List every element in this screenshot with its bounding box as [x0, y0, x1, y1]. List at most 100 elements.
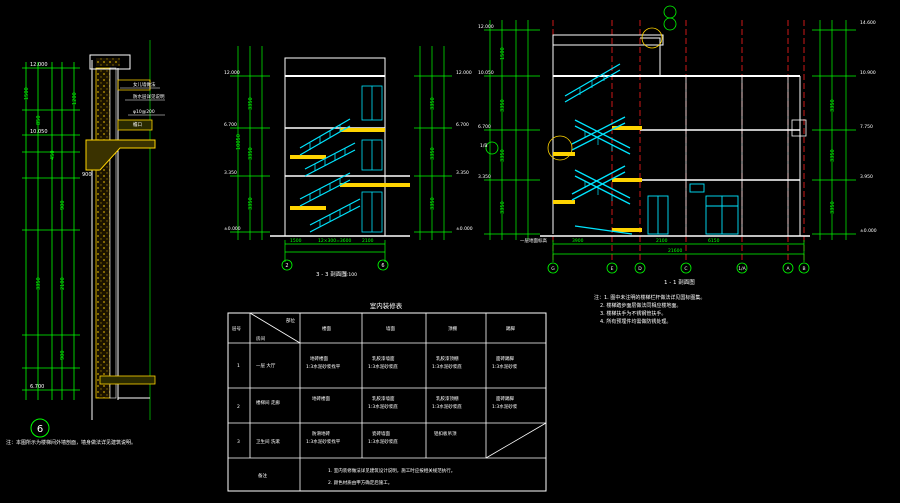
row2-c2a: 乳胶漆顶棚 [436, 395, 459, 402]
elev-r-1: 10.900 [860, 70, 876, 76]
row1-c2b: 1:3水泥砂浆底 [432, 363, 462, 370]
row3-c0b: 1:3水泥砂浆找平 [306, 438, 341, 445]
svg-text:3350: 3350 [430, 197, 436, 210]
row2-c3a: 面砖踢脚 [496, 395, 514, 402]
elev-r-3: 3.950 [860, 174, 873, 180]
remark-label: 备注 [258, 472, 267, 479]
elev-l-0: 12.000 [478, 24, 494, 30]
row3-c1a: 瓷砖墙面 [372, 430, 390, 437]
elev-r-2: 7.750 [860, 124, 873, 130]
axis-11-A: A [786, 266, 790, 272]
axis-11-E: E [611, 266, 614, 272]
svg-text:450: 450 [50, 150, 56, 160]
svg-text:φ10@200: φ10@200 [133, 109, 155, 115]
section-3-3: 3350 3350 3350 10050 3350 3350 3350 12.0… [224, 46, 473, 278]
svg-text:1200: 1200 [72, 92, 78, 105]
svg-text:900: 900 [60, 350, 66, 360]
note-1: 注：1. 图中未注明的楼梯栏杆做法详见国标图集。 [594, 294, 705, 301]
dim-11-b: 2100 [656, 238, 668, 244]
row2-c1b: 1:3水泥砂浆底 [368, 403, 398, 410]
svg-text:900: 900 [60, 200, 66, 210]
svg-text:3350: 3350 [430, 97, 436, 110]
section-1-1: 1500 3350 3350 3350 3350 3350 3350 14.60… [478, 5, 877, 286]
remark-2: 2. 颜色材质由甲方确定后施工。 [328, 479, 392, 486]
svg-text:3350: 3350 [248, 197, 254, 210]
svg-text:6.700: 6.700 [224, 122, 237, 128]
svg-text:3.350: 3.350 [456, 170, 469, 176]
wall-detail-section: 1500 850 450 3350 900 2100 900 1200 12.0… [6, 40, 165, 446]
row1-c3a: 面砖踢脚 [496, 355, 514, 362]
detail-marker-label: 6 [37, 424, 43, 435]
row3-c2a: 铝扣板吊顶 [434, 430, 457, 437]
table-diag-bottom: 房间 [256, 335, 265, 342]
dim-33-a: 1500 [290, 238, 302, 244]
note-3: 3. 楼梯扶手为不锈钢管扶手。 [600, 310, 666, 317]
svg-text:12.000: 12.000 [456, 70, 472, 76]
row1-room: 一层 大厅 [256, 362, 276, 369]
table-header-2: 顶棚 [448, 325, 457, 332]
row3-c1b: 1:3水泥砂浆底 [368, 438, 398, 445]
svg-text:±0.000: ±0.000 [224, 226, 241, 232]
row1-no: 1 [237, 363, 240, 369]
row1-c1b: 1:3水泥砂浆底 [368, 363, 398, 370]
svg-text:3350: 3350 [248, 97, 254, 110]
svg-text:3350: 3350 [830, 149, 836, 162]
ground-label: 一层地面标高 [520, 237, 547, 244]
detail-marker [30, 418, 50, 438]
table-header-3: 踢脚 [506, 325, 515, 332]
row3-no: 3 [237, 439, 240, 445]
row1-c0b: 1:3水泥砂浆找平 [306, 363, 341, 370]
svg-text:3350: 3350 [500, 99, 506, 112]
svg-text:850: 850 [36, 115, 42, 125]
axis-11-1A: 1/A [738, 266, 746, 272]
row3-room: 卫生间 洗漱 [256, 438, 280, 445]
svg-text:防水层详见说明: 防水层详见说明 [133, 93, 165, 100]
dim-11-a: 3900 [572, 238, 584, 244]
row2-room: 楼梯间 走廊 [256, 399, 280, 406]
svg-text:檐口: 檐口 [133, 121, 142, 128]
dim-33-b: 12×300=3600 [318, 238, 351, 244]
row3-c0a: 防滑地砖 [312, 430, 330, 437]
row1-c0a: 地砖楼面 [310, 355, 328, 362]
elev-r-4: ±0.000 [860, 228, 877, 234]
axis-11-G: G [551, 266, 555, 272]
axis-11-C: C [684, 266, 687, 272]
table-header-0: 楼面 [322, 325, 331, 332]
svg-text:10050: 10050 [236, 134, 242, 150]
dim-11-c: 6150 [708, 238, 720, 244]
svg-text:6.700: 6.700 [30, 384, 44, 390]
axis-left-mark: 1/B [480, 143, 487, 149]
note-4: 4. 所有预埋件均需做防锈处理。 [600, 318, 671, 325]
table-diag-top: 部位 [286, 317, 295, 324]
svg-text:3350: 3350 [830, 99, 836, 112]
svg-text:900: 900 [82, 172, 92, 178]
decoration-table: 室内装修表 层号 部位 房间 楼面 墙面 顶棚 踢脚 1 一层 大厅 地砖楼 [227, 301, 547, 492]
detail-note: 注：本图所示为楼梯间外墙剖面，墙身做法详见建筑说明。 [6, 439, 136, 446]
table-header-1: 墙面 [386, 325, 395, 332]
svg-text:3.350: 3.350 [224, 170, 237, 176]
svg-text:10.050: 10.050 [30, 129, 48, 135]
svg-text:±0.000: ±0.000 [456, 226, 473, 232]
note-2: 2. 楼梯踏步面层做法同相应楼地面。 [600, 302, 681, 309]
elev-l-3: 3.350 [478, 174, 491, 180]
svg-text:3350: 3350 [430, 147, 436, 160]
elev-l-1: 10.050 [478, 70, 494, 76]
section-33-scale: 1:100 [344, 272, 357, 278]
dim-33-c: 2100 [362, 238, 374, 244]
svg-text:1500: 1500 [500, 47, 506, 60]
row2-c1a: 乳胶漆墙面 [372, 395, 395, 402]
section-11-title: 1 - 1 剖面图 [664, 278, 695, 286]
row2-c0a: 地砖楼面 [312, 395, 330, 402]
svg-text:女儿墙做法: 女儿墙做法 [133, 81, 156, 88]
remark-1: 1. 室内装修做法详见建筑设计说明，施工时应按相关规范执行。 [328, 467, 455, 474]
svg-text:12.000: 12.000 [224, 70, 240, 76]
svg-text:3350: 3350 [500, 149, 506, 162]
svg-text:2100: 2100 [60, 277, 66, 290]
svg-text:3350: 3350 [830, 201, 836, 214]
table-corner: 层号 [232, 326, 241, 332]
svg-text:6.700: 6.700 [456, 122, 469, 128]
axis-11-B: B [802, 266, 805, 272]
elev-l-2: 6.700 [478, 124, 491, 130]
notes-block: 注：1. 图中未注明的楼梯栏杆做法详见国标图集。 2. 楼梯踏步面层做法同相应楼… [594, 294, 705, 325]
